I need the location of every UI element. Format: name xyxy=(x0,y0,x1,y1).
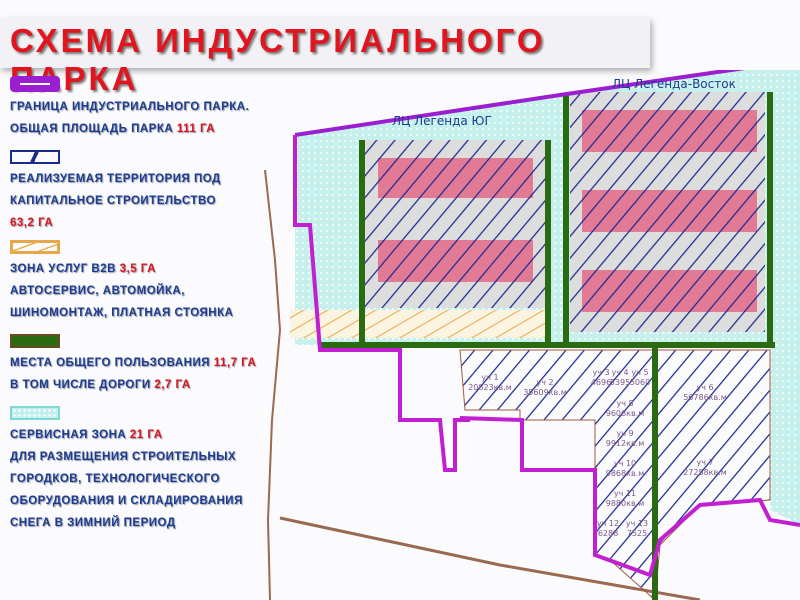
green-swatch xyxy=(10,334,60,348)
b2b-zone xyxy=(290,310,545,338)
legend-text: СНЕГА В ЗИМНИЙ ПЕРИОД xyxy=(10,517,176,529)
plot-area: 9880кв.м xyxy=(606,499,644,508)
legend-boundary: ГРАНИЦА ИНДУСТРИАЛЬНОГО ПАРКА. ОБЩАЯ ПЛО… xyxy=(10,76,280,140)
legend-value: 63,2 ГА xyxy=(10,217,54,229)
legend-text: ЗОНА УСЛУГ B2B xyxy=(10,263,120,275)
label-west-center: ЛЦ Легенда ЮГ xyxy=(392,114,492,128)
legend-text: СЕРВИСНАЯ ЗОНА xyxy=(10,429,130,441)
plot-name: уч 8 xyxy=(616,399,633,408)
legend-public: МЕСТА ОБЩЕГО ПОЛЬЗОВАНИЯ 11,7 ГА В ТОМ Ч… xyxy=(10,334,280,396)
legend-text: В ТОМ ЧИСЛЕ ДОРОГИ xyxy=(10,379,155,391)
legend-b2b: ЗОНА УСЛУГ B2B 3,5 ГА АВТОСЕРВИС, АВТОМО… xyxy=(10,240,280,324)
blue-hatch-swatch xyxy=(10,150,60,164)
orange-hatch-swatch xyxy=(10,240,60,254)
plot-area: 9606кв.м xyxy=(606,409,644,418)
plot-area: 6288 xyxy=(598,529,618,538)
legend-value: 11,7 ГА xyxy=(213,357,257,369)
legend-text: КАПИТАЛЬНОЕ СТРОИТЕЛЬСТВО xyxy=(10,195,216,207)
page-title: СХЕМА ИНДУСТРИАЛЬНОГО ПАРКА xyxy=(10,22,546,97)
page-title-banner: СХЕМА ИНДУСТРИАЛЬНОГО ПАРКА xyxy=(0,18,650,97)
legend-text: ГРАНИЦА ИНДУСТРИАЛЬНОГО ПАРКА. xyxy=(10,101,250,113)
plot-area: 5395 xyxy=(610,378,630,387)
legend-text: РЕАЛИЗУЕМАЯ ТЕРРИТОРИЯ ПОД xyxy=(10,173,221,185)
plot-area: 56786кв.м xyxy=(683,393,727,402)
legend-text: ГОРОДКОВ, ТЕХНОЛОГИЧЕСКОГО xyxy=(10,473,220,485)
construction-hatch xyxy=(362,140,547,308)
legend-text: ШИНОМОНТАЖ, ПЛАТНАЯ СТОЯНКА xyxy=(10,307,234,319)
plot-area: 35609кв.м xyxy=(523,388,567,397)
legend-service: СЕРВИСНАЯ ЗОНА 21 ГА ДЛЯ РАЗМЕЩЕНИЯ СТРО… xyxy=(10,406,280,534)
plot-area: 5060 xyxy=(630,378,650,387)
legend: ГРАНИЦА ИНДУСТРИАЛЬНОГО ПАРКА. ОБЩАЯ ПЛО… xyxy=(10,72,280,534)
plot-name: уч 5 xyxy=(631,368,648,377)
road-diagonal xyxy=(279,516,701,600)
park-map: ЛЦ Легенда ЮГ ЛЦ Легенда-Восток уч 12082… xyxy=(264,70,800,600)
plot-name: уч 6 xyxy=(696,383,713,392)
park-boundary xyxy=(293,135,800,578)
plot-name: уч 7 xyxy=(696,458,713,467)
plot-area: 9912кв.м xyxy=(606,439,644,448)
cyan-dots-swatch xyxy=(10,406,60,420)
plot-area: 20823кв.м xyxy=(468,383,512,392)
plot-area: 4696 xyxy=(591,378,611,387)
legend-value: 2,7 ГА xyxy=(154,379,191,391)
plot-name: уч 12 xyxy=(597,519,619,528)
legend-text: АВТОСЕРВИС, АВТОМОЙКА, xyxy=(10,285,185,297)
legend-text: МЕСТА ОБЩЕГО ПОЛЬЗОВАНИЯ xyxy=(10,357,214,369)
legend-value: 3,5 ГА xyxy=(119,263,156,275)
purple-line-swatch xyxy=(10,76,60,92)
plot-name: уч 10 xyxy=(614,459,636,468)
construction-hatch xyxy=(570,92,765,332)
legend-value: 21 ГА xyxy=(129,429,163,441)
plot-name: уч 1 xyxy=(481,373,498,382)
legend-text: ДЛЯ РАЗМЕЩЕНИЯ СТРОИТЕЛЬНЫХ xyxy=(10,451,237,463)
legend-text: ОБОРУДОВАНИЯ И СКЛАДИРОВАНИЯ xyxy=(10,495,243,507)
park-boundary xyxy=(294,70,746,137)
plot-area: 7525 xyxy=(627,529,647,538)
plot-area: 9868кв.м xyxy=(606,469,644,478)
label-east-center: ЛЦ Легенда-Восток xyxy=(612,77,736,91)
plot-name: уч 9 xyxy=(616,429,633,438)
legend-construction: РЕАЛИЗУЕМАЯ ТЕРРИТОРИЯ ПОД КАПИТАЛЬНОЕ С… xyxy=(10,150,280,234)
road-curve xyxy=(264,169,282,600)
legend-value: 111 ГА xyxy=(176,123,216,135)
plot-name: уч 4 xyxy=(611,368,628,377)
plot-area: 27258кв.м xyxy=(683,468,727,477)
legend-text: ОБЩАЯ ПЛОЩАДЬ ПАРКА xyxy=(10,123,177,135)
plot-name: уч 13 xyxy=(626,519,648,528)
plot-name: уч 3 xyxy=(592,368,609,377)
plot-name: уч 11 xyxy=(614,489,636,498)
plot-name: уч 2 xyxy=(536,378,553,387)
